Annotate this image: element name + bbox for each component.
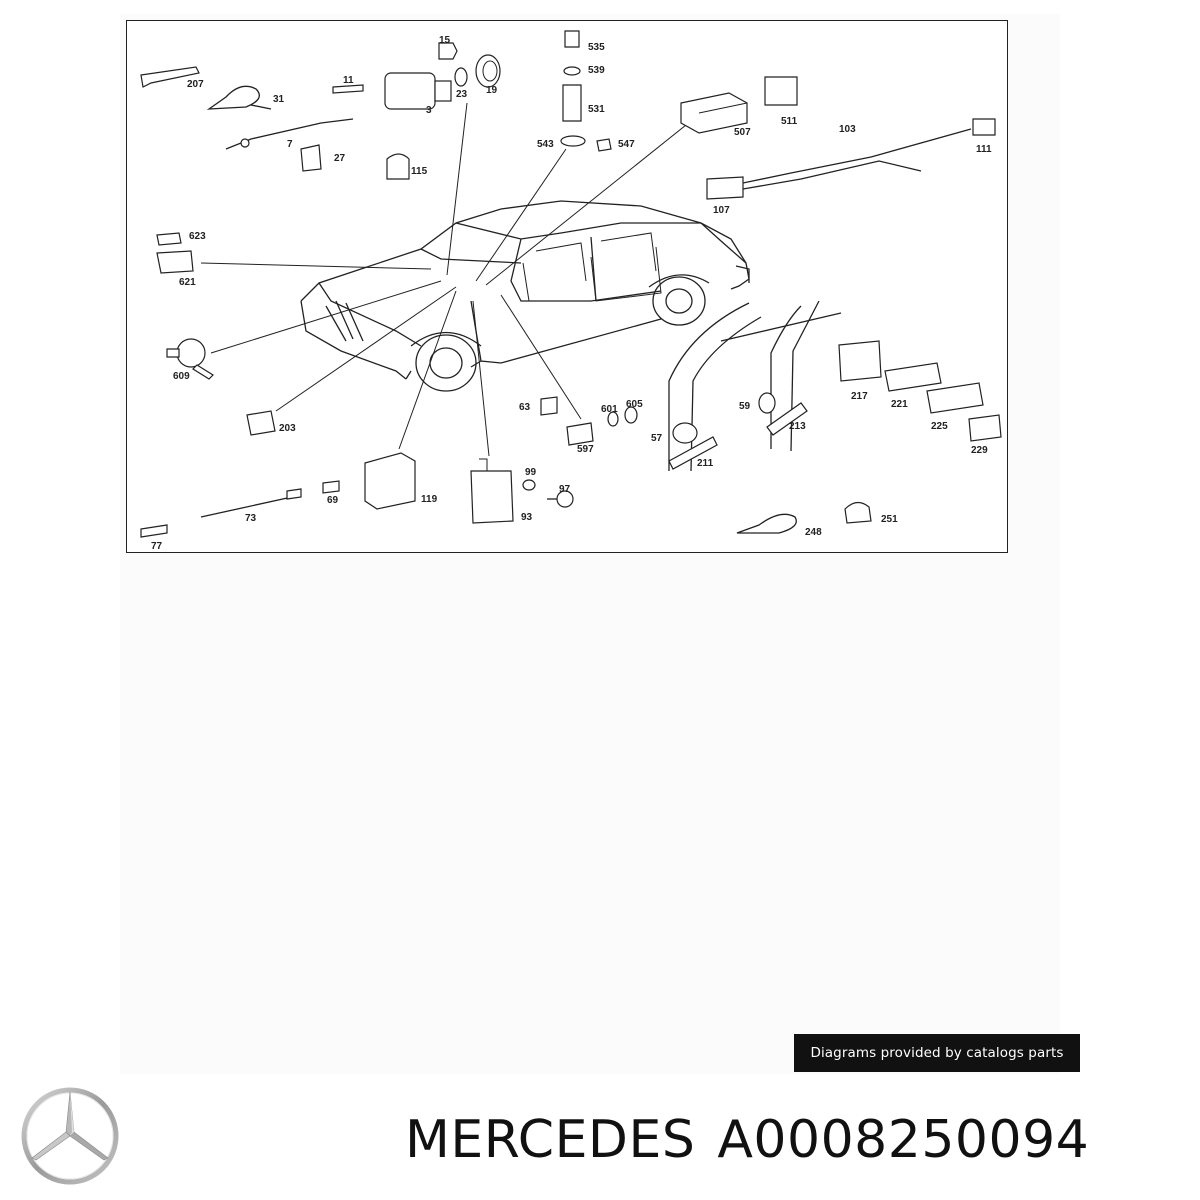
diagram-caption: Diagrams provided by catalogs parts [794, 1034, 1080, 1072]
callout-label: 19 [486, 85, 498, 96]
callout-label: 15 [439, 35, 451, 46]
callout-label: 601 [601, 404, 618, 415]
callout-label: 221 [891, 399, 908, 410]
callout-label: 511 [781, 116, 798, 127]
callout-label: 115 [411, 166, 428, 177]
leader-lines [200, 102, 692, 457]
callout-label: 507 [734, 127, 751, 138]
callout-label: 605 [626, 399, 643, 410]
callout-label: 248 [805, 527, 822, 538]
callout-label: 69 [327, 495, 339, 506]
callout-label: 63 [519, 402, 531, 413]
parts [140, 30, 1002, 538]
callout-label: 3 [426, 105, 432, 116]
callout-label: 7 [287, 139, 293, 150]
parts-diagram: 15 207 11 31 23 19 3 7 27 115 535 539 53… [126, 20, 1008, 553]
callout-label: 99 [525, 467, 537, 478]
callout-label: 229 [971, 445, 988, 456]
callout-label: 597 [577, 444, 594, 455]
callout-label: 543 [537, 139, 554, 150]
callout-label: 535 [588, 42, 605, 53]
callout-label: 251 [881, 514, 898, 525]
callout-label: 73 [245, 513, 257, 524]
callout-label: 31 [273, 94, 285, 105]
callout-label: 217 [851, 391, 868, 402]
callout-label: 213 [789, 421, 806, 432]
brand-name: MERCEDES [405, 1110, 696, 1170]
callout-label: 103 [839, 124, 856, 135]
mercedes-star-icon [21, 1087, 119, 1185]
callout-label: 207 [187, 79, 204, 90]
callout-labels: 15 207 11 31 23 19 3 7 27 115 535 539 53… [151, 35, 992, 552]
callout-label: 211 [697, 458, 714, 469]
product-title: MERCEDES A0008250094 [405, 1108, 1089, 1172]
callout-label: 621 [179, 277, 196, 288]
callout-label: 93 [521, 512, 533, 523]
callout-label: 225 [931, 421, 948, 432]
callout-label: 111 [976, 144, 992, 155]
part-number: A0008250094 [717, 1110, 1090, 1170]
callout-label: 203 [279, 423, 296, 434]
callout-label: 623 [189, 231, 206, 242]
callout-label: 97 [559, 484, 571, 495]
callout-label: 609 [173, 371, 190, 382]
parts-diagram-drawing: 15 207 11 31 23 19 3 7 27 115 535 539 53… [140, 30, 1002, 552]
callout-label: 11 [343, 75, 354, 86]
callout-label: 27 [334, 153, 346, 164]
car-illustration [300, 200, 750, 392]
callout-label: 547 [618, 139, 635, 150]
callout-label: 59 [739, 401, 751, 412]
callout-label: 531 [588, 104, 605, 115]
callout-label: 77 [151, 541, 163, 552]
callout-label: 23 [456, 89, 468, 100]
callout-label: 107 [713, 205, 730, 216]
callout-label: 57 [651, 433, 663, 444]
callout-label: 539 [588, 65, 605, 76]
callout-label: 119 [421, 494, 438, 505]
